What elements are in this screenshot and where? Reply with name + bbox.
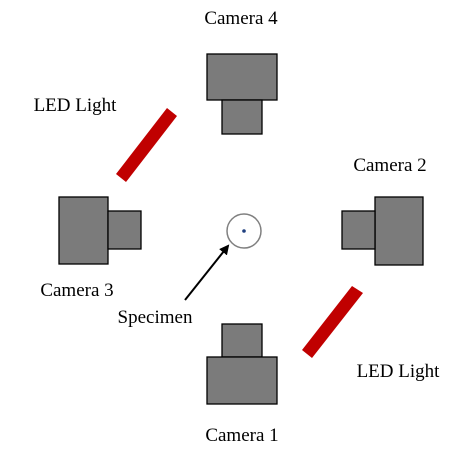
camera-2-label: Camera 2 <box>353 155 426 176</box>
camera-2-body <box>374 196 424 266</box>
led-light-bottom <box>302 286 363 358</box>
camera-4-body <box>206 53 278 101</box>
camera-1-lens <box>221 323 263 358</box>
camera-3 <box>58 196 142 265</box>
camera-1 <box>206 323 278 405</box>
camera-2-lens <box>341 210 376 250</box>
camera-1-body <box>206 356 278 405</box>
led-light-top <box>116 108 177 182</box>
camera-4-label: Camera 4 <box>204 8 278 29</box>
camera-1-label: Camera 1 <box>205 425 278 446</box>
specimen-center-dot <box>242 229 246 233</box>
specimen-label: Specimen <box>118 307 193 328</box>
camera-4 <box>206 53 278 135</box>
specimen-arrow <box>184 244 230 301</box>
camera-4-lens <box>221 99 263 135</box>
led-light-bottom-label: LED Light <box>357 361 441 382</box>
camera-3-body <box>58 196 109 265</box>
led-light-top-label: LED Light <box>34 95 118 116</box>
camera-3-lens <box>107 210 142 250</box>
camera-3-label: Camera 3 <box>40 280 113 301</box>
camera-2 <box>341 196 424 266</box>
